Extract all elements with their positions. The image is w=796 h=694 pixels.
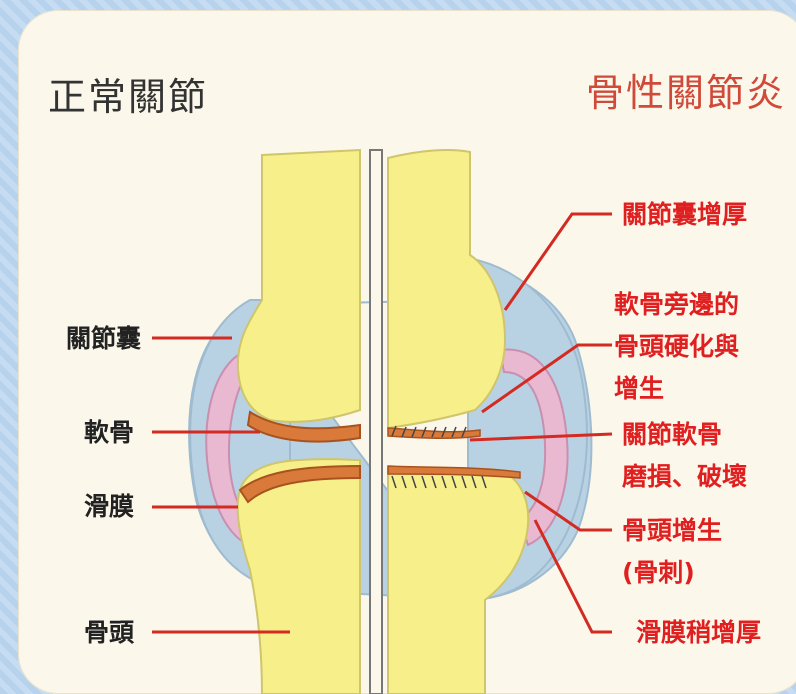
label-cartilage: 軟骨 bbox=[84, 420, 134, 445]
label-cartilage-edge-1: 軟骨旁邊的 bbox=[614, 292, 739, 317]
label-cartilage-wear-1: 關節軟骨 bbox=[622, 422, 722, 447]
upper-bone bbox=[238, 150, 360, 422]
label-cartilage-wear-2: 磨損、破壞 bbox=[622, 464, 747, 489]
center-divider bbox=[370, 150, 382, 694]
label-cartilage-edge-3: 增生 bbox=[614, 376, 664, 401]
label-capsule-thickening: 關節囊增厚 bbox=[622, 202, 747, 227]
label-bone-end: 骨頭 bbox=[84, 620, 134, 645]
label-bone-spur-2: (骨刺) bbox=[622, 560, 695, 585]
title-osteoarthritis: 骨性關節炎 bbox=[586, 62, 786, 117]
title-normal-joint: 正常關節 bbox=[48, 66, 208, 121]
label-joint-capsule: 關節囊 bbox=[66, 326, 141, 351]
label-synovium-thickening: 滑膜稍增厚 bbox=[636, 620, 761, 645]
label-synovium: 滑膜 bbox=[84, 494, 134, 519]
upper-bone-right bbox=[388, 150, 505, 428]
label-cartilage-edge-2: 骨頭硬化與 bbox=[614, 334, 739, 359]
label-bone-spur-1: 骨頭增生 bbox=[622, 518, 722, 543]
